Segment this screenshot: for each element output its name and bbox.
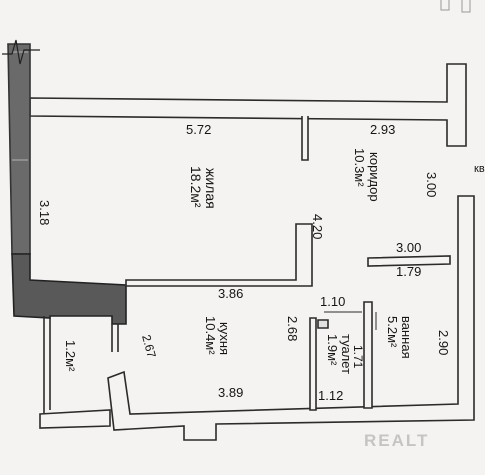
top-wall bbox=[29, 63, 467, 147]
dim-bath-inner: 1.79 bbox=[396, 264, 421, 279]
dim-corridor-height: 3.00 bbox=[424, 172, 439, 197]
bath-top-wall bbox=[367, 255, 451, 267]
dim-left-wall: 3.18 bbox=[37, 200, 52, 225]
dim-toilet-bottom: 1.12 bbox=[318, 388, 343, 403]
dim-toilet-side: 1.71 bbox=[351, 345, 365, 369]
toilet-door-frame bbox=[317, 319, 329, 329]
room-corridor-name: коридор bbox=[367, 152, 382, 202]
toilet-left-wall bbox=[309, 317, 317, 411]
dim-living-kitchen-wall: 3.86 bbox=[218, 286, 243, 301]
dim-bath-right: 2.90 bbox=[436, 330, 451, 355]
room-bathroom-area: 5.2м² bbox=[385, 316, 400, 348]
bottom-wall bbox=[107, 195, 475, 441]
room-corridor-area: 10.3м² bbox=[352, 148, 367, 187]
living-partition bbox=[301, 116, 309, 161]
corner-tab-left bbox=[440, 0, 450, 11]
room-toilet-name: туалет bbox=[339, 334, 354, 374]
room-living-name: жилая bbox=[203, 168, 219, 209]
left-window bbox=[12, 51, 28, 161]
living-kitchen-wall bbox=[125, 223, 313, 287]
toilet-mid-wall bbox=[363, 301, 373, 409]
corner-label: кв bbox=[474, 163, 485, 175]
watermark: REALT bbox=[364, 431, 429, 450]
dim-bath-top: 3.00 bbox=[396, 240, 421, 255]
balcony-right bbox=[111, 324, 119, 352]
room-living-area: 18.2м² bbox=[188, 166, 204, 208]
room-kitchen-name: кухня bbox=[217, 322, 232, 355]
dim-kitchen-right: 2.68 bbox=[285, 316, 300, 341]
dim-kitchen-bottom: 3.89 bbox=[218, 385, 243, 400]
break-mark-icon bbox=[2, 39, 40, 65]
left-outer-wall bbox=[7, 43, 31, 255]
dim-toilet-top: 1.10 bbox=[320, 294, 345, 309]
room-toilet-area: 1.9м² bbox=[325, 334, 340, 366]
room-bathroom-name: ванная bbox=[399, 316, 414, 359]
room-balcony-area: 1.2м² bbox=[63, 340, 78, 372]
corner-tab-right bbox=[461, 0, 471, 13]
walls bbox=[7, 43, 475, 441]
dim-top-left-wall: 5.72 bbox=[186, 122, 211, 137]
balcony-bottom bbox=[39, 409, 111, 429]
dim-partition: 4.20 bbox=[310, 214, 325, 239]
dim-top-right-wall: 2.93 bbox=[370, 122, 395, 137]
room-kitchen-area: 10.4м² bbox=[203, 316, 218, 355]
dim-kitchen-left-diag: 2.67 bbox=[139, 333, 159, 359]
balcony-left bbox=[43, 316, 51, 414]
